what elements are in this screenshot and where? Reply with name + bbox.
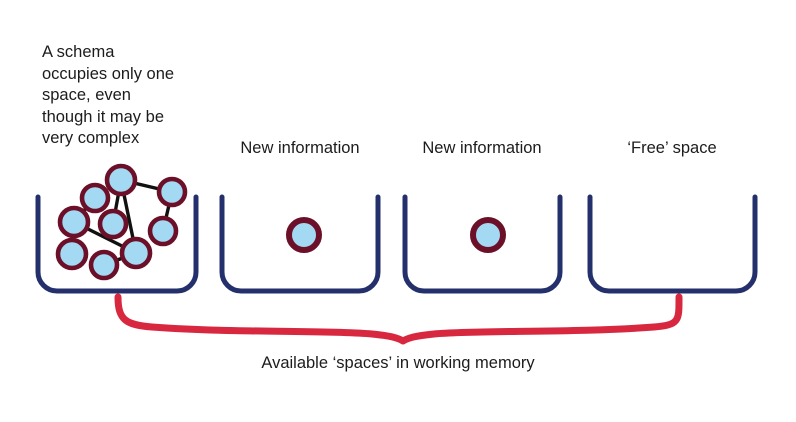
slot-label-new-information-2: New information <box>422 139 542 157</box>
slot-label-free-space: ‘Free’ space <box>627 139 717 157</box>
container-slot-4 <box>587 194 758 294</box>
schema-node <box>55 237 89 271</box>
schema-node <box>88 249 120 281</box>
schema-node <box>97 208 129 240</box>
slot-label-new-information-1: New information <box>240 139 360 157</box>
new-information-node-2 <box>470 217 506 253</box>
schema-network <box>55 163 188 281</box>
schema-nodes <box>55 163 188 281</box>
new-information-node-1 <box>286 217 322 253</box>
schema-node <box>119 236 153 270</box>
schema-node <box>147 215 179 247</box>
schema-node <box>57 205 91 239</box>
schema-node <box>104 163 138 197</box>
slot-containers <box>35 194 758 294</box>
container-slot-3 <box>402 194 563 294</box>
brace-caption: Available ‘spaces’ in working memory <box>261 354 535 372</box>
container-slot-2 <box>219 194 381 294</box>
container-slot-1 <box>35 194 199 294</box>
schema-explanation-note: A schema occupies only one space, even t… <box>42 43 175 147</box>
schema-node <box>79 182 111 214</box>
schema-node <box>156 176 188 208</box>
single-nodes <box>286 217 506 253</box>
working-memory-brace <box>114 293 683 345</box>
